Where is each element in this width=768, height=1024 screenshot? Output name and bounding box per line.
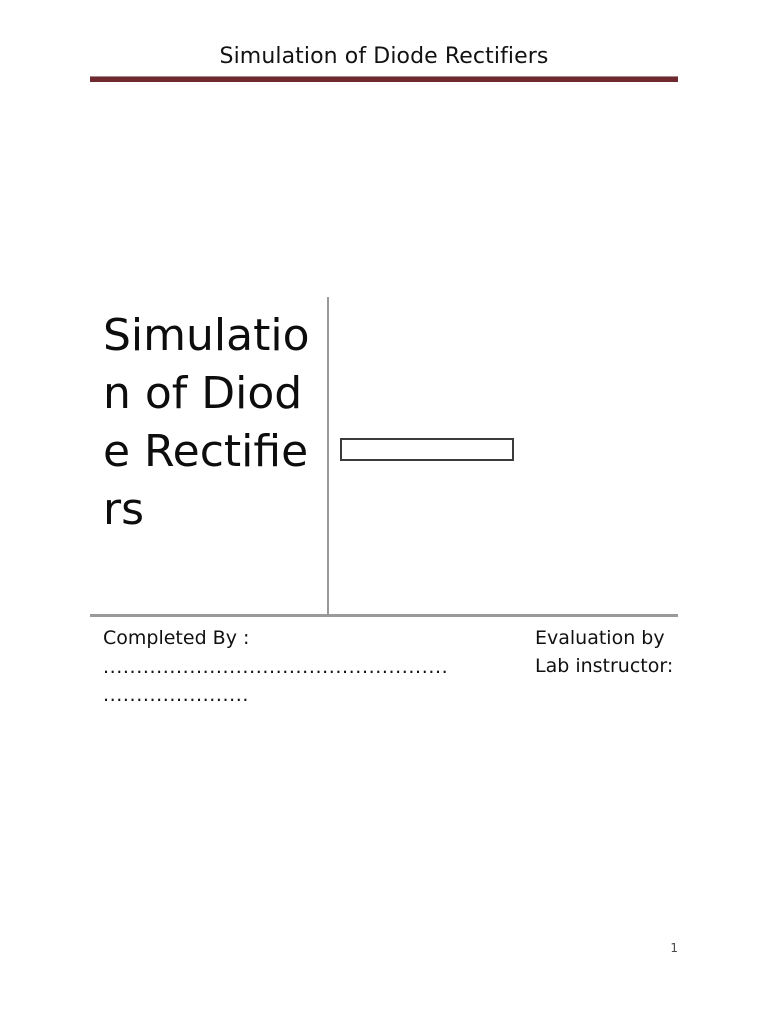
completed-by-dotted-line-2[interactable]: ...................... [103,684,250,706]
document-title: Simulation of Diode Rectifiers [103,310,310,535]
header-rule [90,76,678,82]
footer-row: Completed By : .........................… [90,624,678,724]
evaluation-label: Evaluation by Lab instructor: [535,627,674,677]
title-field-box[interactable] [340,438,514,461]
completed-by-dotted-line-1[interactable]: ........................................… [103,656,449,678]
cell-divider-gap [527,611,529,614]
completed-by-column: Completed By : .........................… [103,624,523,709]
page-number: 1 [670,941,678,955]
page-header-title: Simulation of Diode Rectifiers [219,44,549,69]
column-divider [327,297,329,614]
completed-by-label: Completed By : [103,627,250,649]
page-header: Simulation of Diode Rectifiers [90,42,678,72]
cover-title-block: Simulation of Diode Rectifiers [90,297,678,617]
